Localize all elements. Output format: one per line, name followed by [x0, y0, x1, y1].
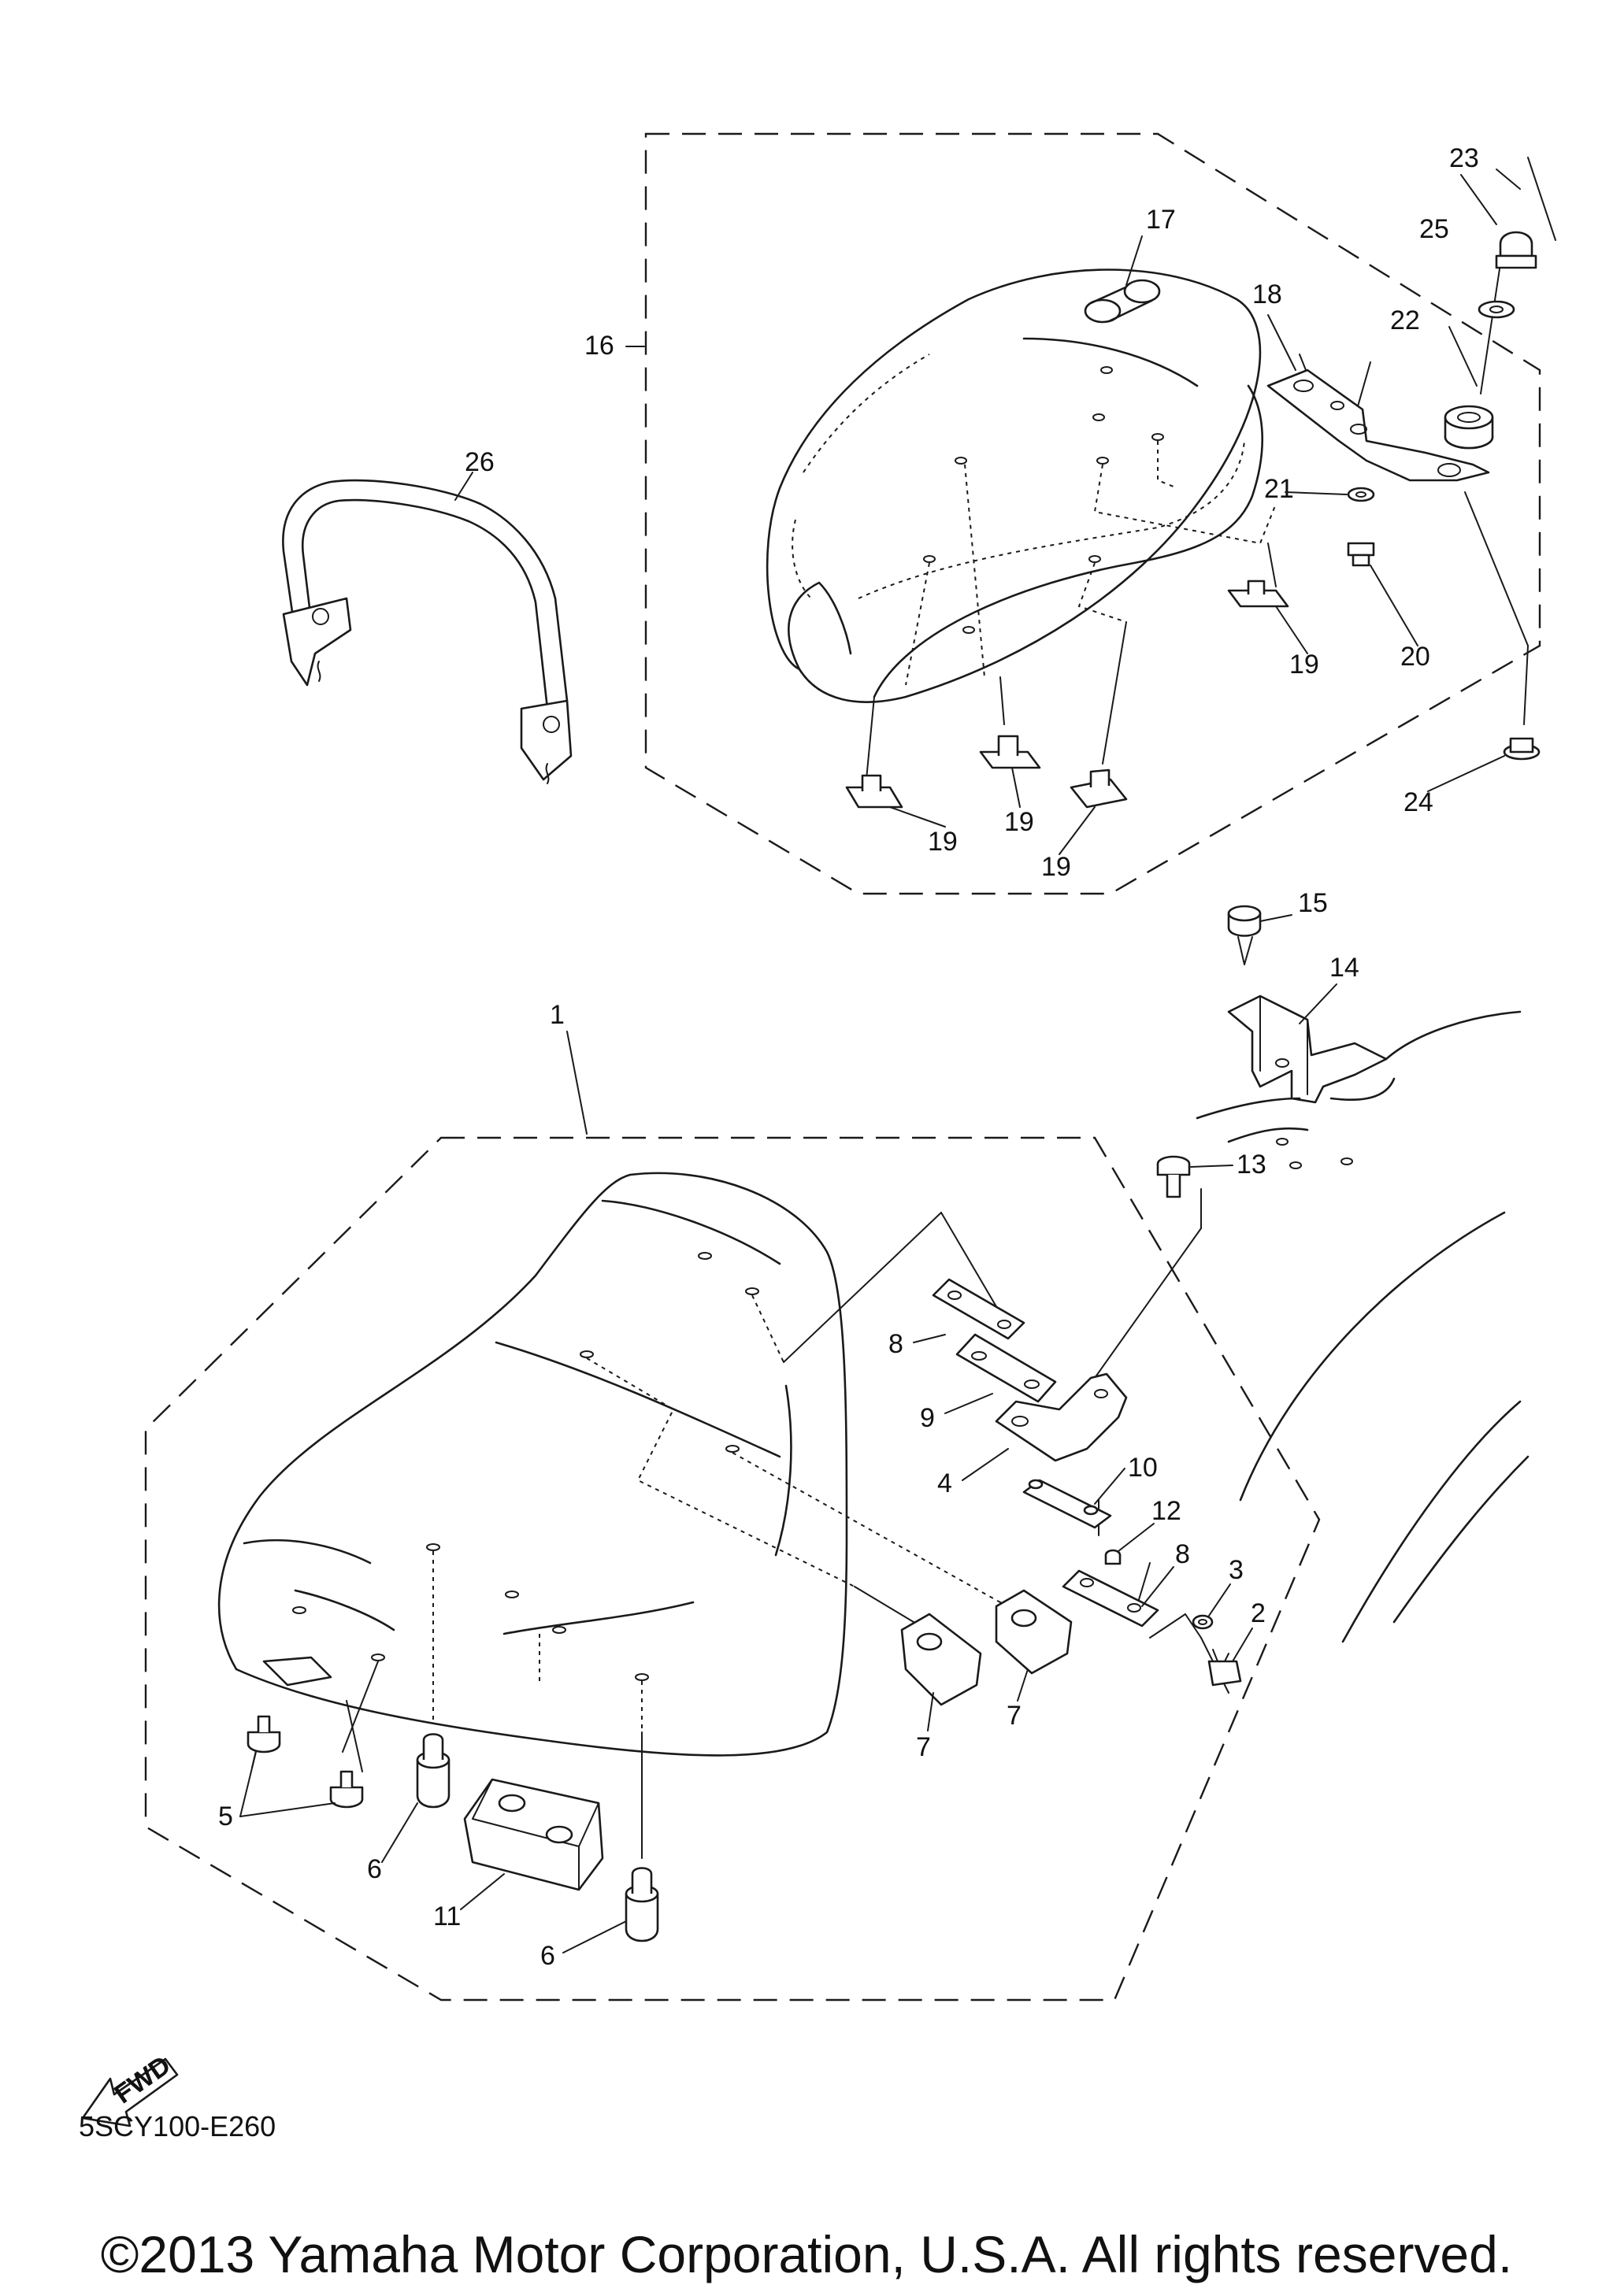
callout-16: 16: [584, 331, 614, 361]
clip-19-d: [1070, 768, 1128, 809]
pin-5-b: [329, 1770, 364, 1809]
grab-bar: [282, 472, 573, 784]
washer-3: [1192, 1614, 1214, 1630]
pin-5-a: [247, 1715, 281, 1753]
callout-8-b: 8: [1175, 1539, 1190, 1569]
callout-7-a: 7: [916, 1732, 931, 1762]
spacer-12: [1104, 1549, 1122, 1565]
frame-holes: [1276, 1138, 1353, 1169]
plate-8-lower: [1062, 1569, 1159, 1628]
callouts: 23 25 17 18 22 16 26 21 19 20 19 19 19 2…: [218, 143, 1479, 1971]
cap-nut-23: [1495, 231, 1537, 269]
copyright-notice: ©2013 Yamaha Motor Corporation, U.S.A. A…: [100, 2225, 1513, 2283]
clip-19-b: [845, 774, 903, 809]
rear-leaders: [866, 157, 1556, 780]
clip-19-c: [979, 735, 1041, 769]
callout-leaders: [239, 174, 1505, 1953]
plate-8-upper: [932, 1278, 1025, 1340]
callout-19-b: 19: [928, 827, 958, 857]
callout-24: 24: [1403, 787, 1433, 817]
grommet-22: [1444, 405, 1494, 450]
callout-19-c: 19: [1004, 807, 1034, 837]
callout-15: 15: [1298, 888, 1328, 918]
callout-11: 11: [433, 1902, 461, 1931]
plate-9: [955, 1333, 1057, 1403]
callout-5: 5: [218, 1802, 233, 1831]
frame-outline: [1196, 1010, 1530, 1643]
callout-1: 1: [550, 1000, 565, 1030]
callout-6-a: 6: [367, 1854, 382, 1884]
bolt-15: [1227, 905, 1262, 965]
damper-7-right: [995, 1589, 1073, 1675]
callout-19-a: 19: [1289, 650, 1319, 680]
bracket-4: [995, 1372, 1128, 1462]
callout-3: 3: [1229, 1555, 1244, 1585]
damper-7-left: [900, 1613, 982, 1706]
diagram-code: 5SCY100-E260: [79, 2110, 276, 2142]
callout-17: 17: [1146, 205, 1176, 235]
callout-8-a: 8: [888, 1329, 903, 1359]
callout-2: 2: [1251, 1598, 1266, 1628]
callout-13: 13: [1237, 1150, 1266, 1179]
callout-26: 26: [465, 447, 495, 477]
callout-22: 22: [1390, 306, 1420, 335]
cushion-6-a: [416, 1733, 451, 1809]
washer-21: [1347, 487, 1375, 502]
callout-23: 23: [1449, 143, 1479, 173]
nut-24: [1503, 737, 1541, 761]
washer-25: [1478, 300, 1515, 319]
callout-4: 4: [937, 1468, 952, 1498]
callout-14: 14: [1329, 953, 1359, 983]
clip-19-a: [1227, 580, 1289, 608]
bolt-20: [1347, 542, 1375, 567]
callout-19-d: 19: [1041, 852, 1071, 882]
callout-10: 10: [1128, 1453, 1158, 1483]
callout-12: 12: [1151, 1496, 1181, 1526]
callout-25: 25: [1419, 214, 1449, 244]
bolt-13: [1156, 1155, 1191, 1198]
callout-18: 18: [1252, 280, 1282, 309]
cushion-6-b: [625, 1867, 659, 1942]
callout-6-b: 6: [540, 1941, 555, 1971]
callout-7-b: 7: [1007, 1701, 1022, 1731]
rear-seat: [766, 268, 1277, 703]
rear-seat-bracket: [1266, 368, 1490, 482]
seat-bracket-14: [1227, 994, 1388, 1104]
front-seat: [217, 1172, 1001, 1757]
callout-21: 21: [1264, 474, 1294, 504]
callout-20: 20: [1400, 642, 1430, 672]
front-seat-group-outline: [144, 1136, 1321, 2002]
damper-block-11: [463, 1778, 604, 1891]
callout-9: 9: [920, 1403, 935, 1433]
rear-seat-group-outline: [644, 132, 1541, 895]
plate-10: [1022, 1479, 1112, 1529]
bolt-2: [1207, 1649, 1242, 1687]
